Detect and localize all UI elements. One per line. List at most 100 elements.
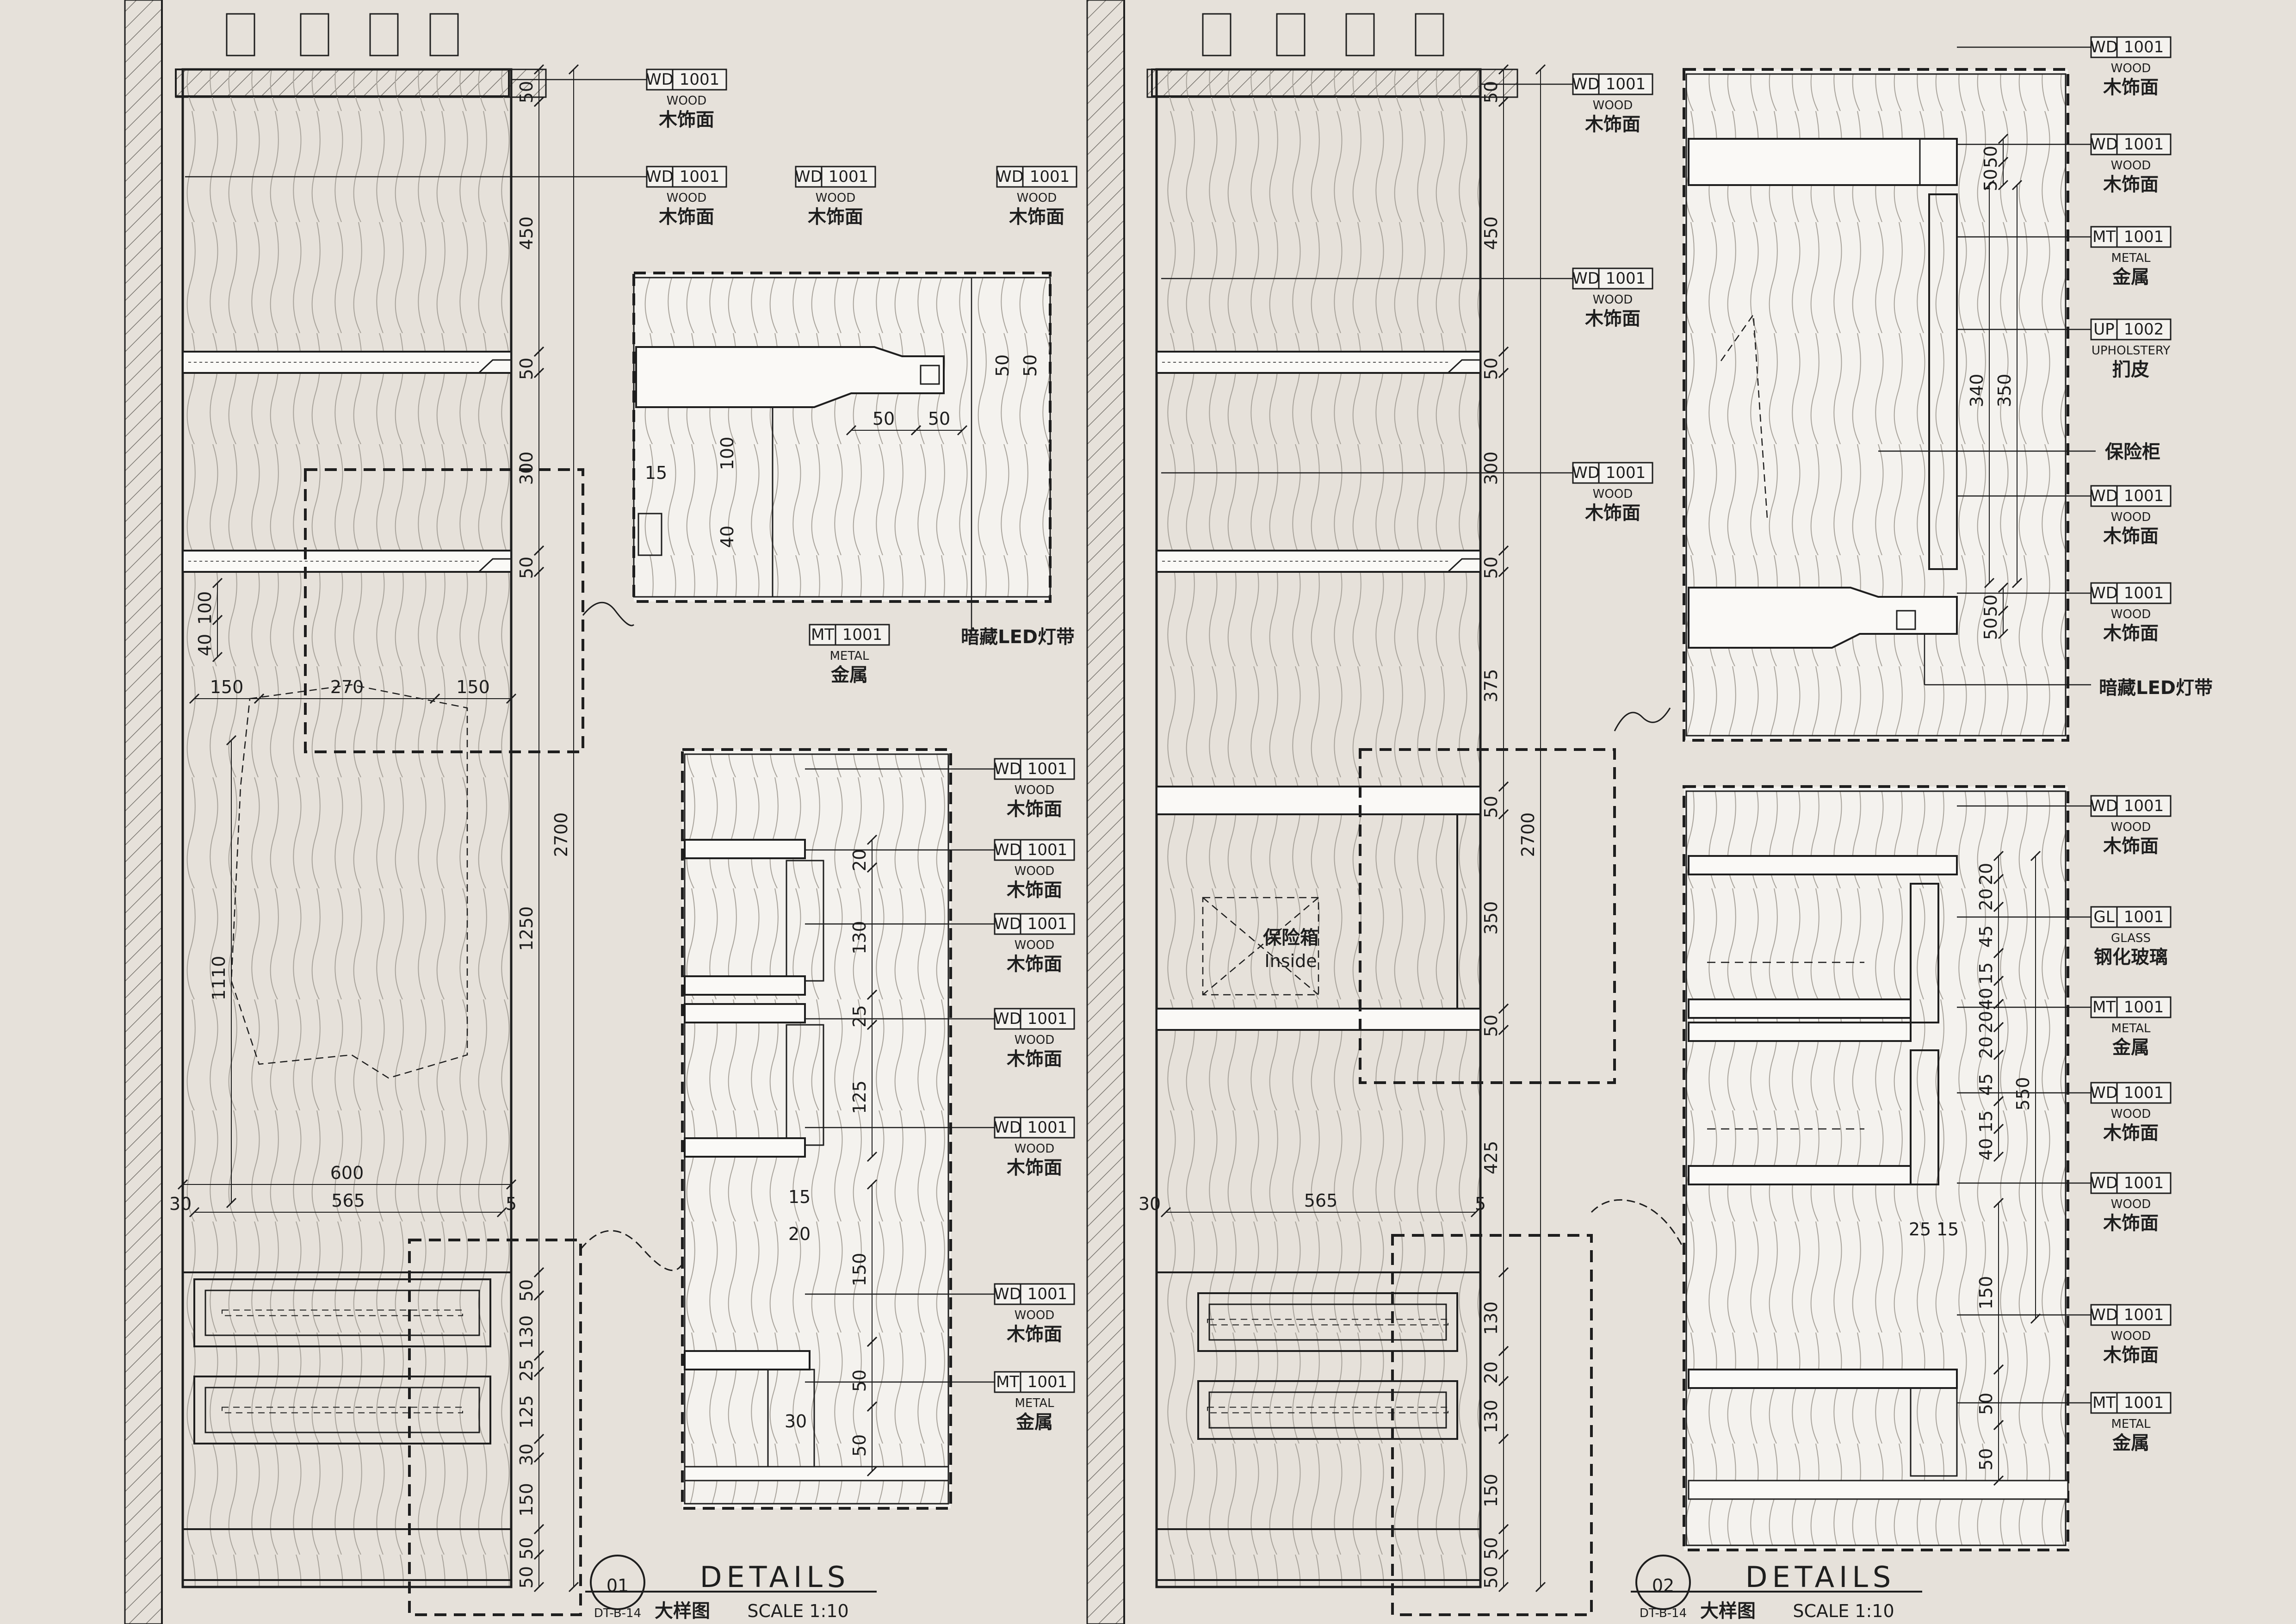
drawer-handle-slot <box>1207 1319 1448 1326</box>
tag-number: 1001 <box>680 167 720 186</box>
dimension-label: 100 <box>195 591 215 625</box>
dimension-vertical: 50 <box>516 1549 545 1593</box>
dimension-label: 20 <box>1976 1036 1996 1059</box>
dimension-horizontal: 50 <box>910 409 968 436</box>
dimension-tick <box>533 1350 545 1361</box>
dimension-label: 45 <box>1976 925 1996 948</box>
tag-number-box <box>2116 133 2172 155</box>
dimension-label: 50 <box>928 409 950 429</box>
dimension-label: 350 <box>1994 374 2015 408</box>
dimension-vertical: 50 <box>1980 582 2009 617</box>
tag-material-en: WOOD <box>667 94 707 108</box>
tag-number: 1001 <box>1027 1010 1068 1028</box>
tag-code: WD <box>2090 135 2118 154</box>
drawer-inner <box>1208 1391 1447 1429</box>
detail-number-circle <box>590 1555 645 1610</box>
dimension-vertical: 550 <box>2013 850 2041 1324</box>
tag-material-zh: 木饰面 <box>659 206 714 228</box>
dimension-label: 40 <box>1976 1138 1996 1160</box>
dimension-tick <box>429 693 440 704</box>
dimension-tick <box>1993 1364 2004 1375</box>
tag-number-box <box>1022 166 1077 188</box>
dimension-horizontal: 270 <box>254 677 440 704</box>
tag-number-box <box>2116 1172 2172 1194</box>
dimension-label: 450 <box>1481 217 1501 250</box>
dimension-tick <box>1993 1123 2004 1134</box>
tag-material-zh: 金属 <box>1015 1412 1053 1433</box>
safe-top <box>1156 786 1481 815</box>
dimension-label: 150 <box>1481 1474 1501 1507</box>
dimension-vertical: 50 <box>1481 1549 1509 1593</box>
wall-hatch <box>124 0 163 1624</box>
shelf-section <box>1156 351 1481 374</box>
dimension-tick <box>2030 850 2041 862</box>
dimension-tick <box>1993 948 2004 959</box>
tag-number: 1001 <box>2124 487 2164 505</box>
dimension-label: 50 <box>849 1370 870 1392</box>
drawer-front <box>193 1376 491 1444</box>
tag-material-en: WOOD <box>1015 938 1055 952</box>
dimension-vertical: 450 <box>516 96 545 357</box>
tag-code-box <box>2090 1082 2118 1104</box>
tag-number: 1001 <box>1606 464 1646 482</box>
dimension-label: 50 <box>1980 169 2001 191</box>
dimension-label: 565 <box>1304 1190 1338 1211</box>
dimension-label: 50 <box>1481 557 1501 579</box>
tag-material-zh: 木饰面 <box>2103 1122 2159 1144</box>
dimension-tick <box>533 346 545 357</box>
tag-material-en: WOOD <box>667 191 707 205</box>
dimension-vertical: 40 <box>1976 1123 2004 1162</box>
dimension-label: 5 <box>1475 1194 1486 1214</box>
dimension-label: 15 <box>788 1187 811 1207</box>
dimension-tick <box>1498 1267 1509 1278</box>
dimension-label: 50 <box>849 1434 870 1457</box>
shelf-profile <box>635 346 945 408</box>
dimension-tick <box>212 651 223 663</box>
tag-code: WD <box>646 70 674 89</box>
tag-number: 1001 <box>842 626 883 644</box>
dimension-tick <box>866 1336 878 1347</box>
tag-material-en: WOOD <box>1017 191 1057 205</box>
dimension-tick <box>1498 346 1509 357</box>
dimension-label: 15 <box>1976 1110 1996 1133</box>
tag-material-zh: 金属 <box>2112 1432 2149 1454</box>
dimension-tick <box>1993 1022 2004 1033</box>
dimension-tick <box>496 1207 507 1218</box>
drawer-inner <box>1208 1303 1447 1341</box>
shelf-nosing <box>1447 558 1480 573</box>
shelf-profile <box>1688 587 1958 649</box>
tag-number-box <box>2116 226 2172 248</box>
tag-number-box <box>2116 906 2172 928</box>
dimension-label: 550 <box>2013 1077 2033 1111</box>
dimension-tick <box>226 735 237 746</box>
dimension-tick <box>1993 850 2004 862</box>
top-rail <box>1151 68 1481 97</box>
dimension-tick <box>1498 1581 1509 1593</box>
dimension-tick <box>1993 1419 2004 1431</box>
tag-number: 1001 <box>2124 135 2164 154</box>
dimension-tick <box>533 96 545 107</box>
plinth <box>684 1466 949 1481</box>
ceiling-hanger <box>300 13 329 56</box>
dimension-tick <box>212 614 223 626</box>
tag-number-box <box>1020 758 1075 780</box>
tag-number: 1001 <box>1606 75 1646 93</box>
dimension-tick <box>910 425 922 436</box>
dimension-label: 100 <box>717 437 737 471</box>
dimension-vertical: 150 <box>516 1452 545 1535</box>
glass-front <box>1910 883 1939 1023</box>
tag-number-box <box>2116 795 2172 817</box>
dimension-vertical: 450 <box>1481 96 1509 357</box>
callout-box-a <box>1359 748 1616 1084</box>
tag-material-zh: 木饰面 <box>1009 206 1064 228</box>
detail-number-circle <box>1635 1555 1691 1610</box>
detail-scale: SCALE 1:10 <box>1793 1601 1894 1621</box>
dimension-vertical: 20 <box>1976 1022 2004 1060</box>
